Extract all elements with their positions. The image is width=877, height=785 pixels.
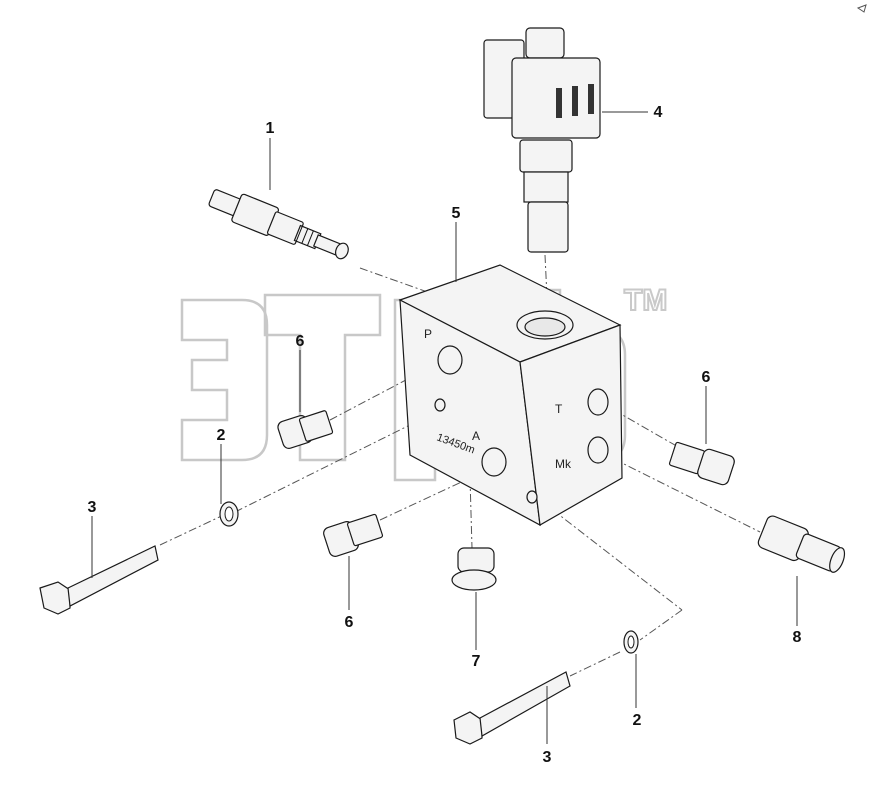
port-t-marking: T — [555, 402, 563, 416]
callout-6-left-bottom: 6 — [345, 614, 354, 631]
port-a-marking: A — [472, 429, 480, 443]
bolt-right — [453, 671, 571, 745]
callout-3-left: 3 — [88, 499, 97, 516]
callout-8: 8 — [793, 629, 802, 646]
port-p-marking: P — [424, 327, 432, 341]
port-mk-marking: Mk — [555, 457, 572, 471]
cartridge-valve — [208, 189, 349, 260]
fitting-left-bottom — [323, 513, 384, 557]
callout-5: 5 — [452, 205, 461, 222]
fitting-right — [668, 441, 735, 486]
solenoid-valve — [483, 27, 601, 253]
bolt-left — [39, 545, 159, 615]
callout-1: 1 — [266, 120, 275, 137]
plug — [451, 547, 497, 591]
callout-4: 4 — [654, 104, 663, 121]
corner-arrow-icon — [856, 4, 867, 13]
manifold-block: P T A Mk 13450m — [398, 264, 623, 527]
callout-3-right: 3 — [543, 749, 552, 766]
watermark-trademark: TM — [624, 284, 667, 317]
leader-lines — [91, 111, 798, 744]
callout-6-left-top: 6 — [296, 333, 305, 350]
fitting-left-top — [277, 410, 334, 449]
callout-2-right: 2 — [633, 712, 642, 729]
callout-2-left: 2 — [217, 427, 226, 444]
sensor — [757, 515, 846, 573]
callout-7: 7 — [472, 653, 481, 670]
callout-6-right: 6 — [702, 369, 711, 386]
